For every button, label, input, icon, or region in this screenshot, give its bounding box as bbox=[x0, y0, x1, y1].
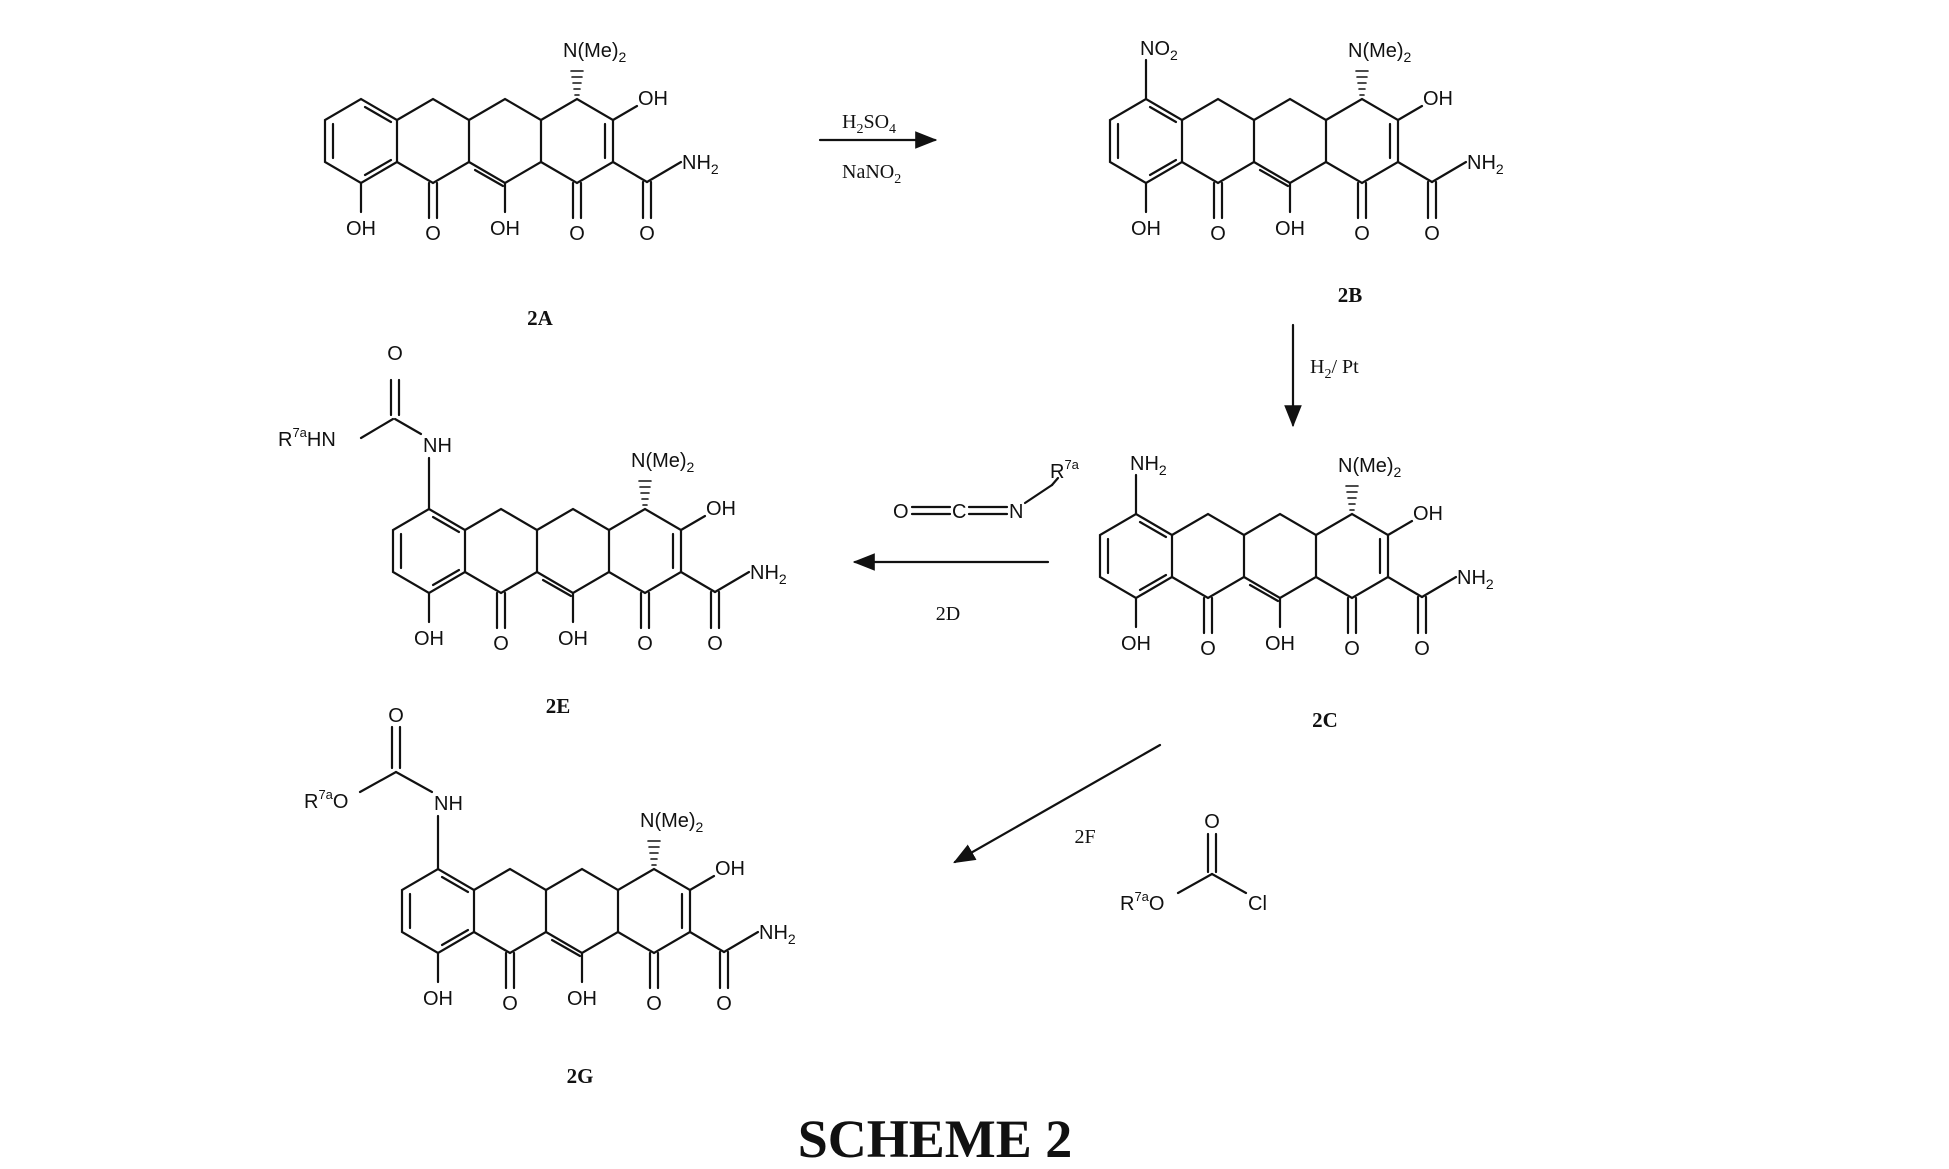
svg-text:OH: OH bbox=[423, 988, 453, 1010]
svg-text:O: O bbox=[569, 223, 585, 245]
reagent-2f-label: 2F bbox=[1074, 826, 1095, 848]
svg-text:NO2: NO2 bbox=[1140, 38, 1178, 63]
compound-label-2c: 2C bbox=[1312, 708, 1338, 732]
svg-text:N: N bbox=[1009, 501, 1023, 523]
svg-text:OH: OH bbox=[1423, 88, 1453, 110]
svg-text:NH2: NH2 bbox=[759, 922, 796, 947]
svg-text:OH: OH bbox=[346, 218, 376, 240]
svg-text:O: O bbox=[639, 223, 655, 245]
compound-2b-structure: NO2 N(Me)2 OH NH2 OH O OH O O bbox=[1110, 38, 1504, 245]
chloroformate-reagent: O R7aO Cl bbox=[1120, 811, 1267, 915]
svg-text:NH2: NH2 bbox=[750, 562, 787, 587]
svg-text:NH2: NH2 bbox=[1467, 152, 1504, 177]
svg-text:O: O bbox=[637, 633, 653, 655]
compound-2c-structure: NH2 N(Me)2 OH NH2 OH O OH O O bbox=[1100, 453, 1494, 660]
svg-text:R7a: R7a bbox=[1050, 457, 1080, 483]
svg-text:R7aO: R7aO bbox=[1120, 889, 1164, 915]
svg-text:O: O bbox=[387, 343, 403, 365]
svg-text:OH: OH bbox=[490, 218, 520, 240]
svg-text:O: O bbox=[893, 501, 909, 523]
isocyanate-reagent: O C N R7a bbox=[893, 457, 1080, 523]
compound-label-2b: 2B bbox=[1338, 283, 1363, 307]
svg-text:OH: OH bbox=[1121, 633, 1151, 655]
svg-text:NH2: NH2 bbox=[682, 152, 719, 177]
compound-2g-structure: NH O R7aO N(Me)2 OH NH2 OH O OH O O bbox=[304, 705, 796, 1015]
svg-text:O: O bbox=[1200, 638, 1216, 660]
svg-text:NH2: NH2 bbox=[1457, 567, 1494, 592]
svg-text:O: O bbox=[707, 633, 723, 655]
svg-text:O: O bbox=[388, 705, 404, 727]
svg-text:O: O bbox=[1354, 223, 1370, 245]
compound-label-2e: 2E bbox=[546, 694, 571, 718]
svg-text:NH2: NH2 bbox=[1130, 453, 1167, 478]
compound-2e-structure: NH O R7aHN N(Me)2 OH NH2 OH O OH O O bbox=[278, 343, 787, 655]
reagent-nano2: NaNO2 bbox=[842, 161, 901, 187]
svg-text:OH: OH bbox=[1413, 503, 1443, 525]
compound-label-2g: 2G bbox=[567, 1064, 594, 1088]
svg-text:OH: OH bbox=[715, 858, 745, 880]
svg-text:OH: OH bbox=[567, 988, 597, 1010]
svg-text:N(Me)2: N(Me)2 bbox=[631, 450, 695, 475]
compound-label-2a: 2A bbox=[527, 306, 554, 330]
svg-text:O: O bbox=[1344, 638, 1360, 660]
svg-text:R7aHN: R7aHN bbox=[278, 425, 336, 451]
svg-text:O: O bbox=[1204, 811, 1220, 833]
svg-text:OH: OH bbox=[1265, 633, 1295, 655]
svg-text:OH: OH bbox=[706, 498, 736, 520]
svg-text:OH: OH bbox=[1275, 218, 1305, 240]
svg-text:O: O bbox=[716, 993, 732, 1015]
svg-text:O: O bbox=[1414, 638, 1430, 660]
svg-text:NH: NH bbox=[434, 793, 463, 815]
scheme-title: SCHEME 2 bbox=[798, 1109, 1073, 1169]
svg-text:C: C bbox=[952, 501, 966, 523]
svg-text:OH: OH bbox=[414, 628, 444, 650]
arrow-2c-to-2g bbox=[955, 745, 1160, 862]
svg-text:OH: OH bbox=[638, 88, 668, 110]
svg-text:N(Me)2: N(Me)2 bbox=[563, 40, 627, 65]
reagent-h2-pt: H2/ Pt bbox=[1310, 356, 1359, 382]
svg-text:OH: OH bbox=[558, 628, 588, 650]
svg-text:O: O bbox=[1210, 223, 1226, 245]
svg-text:O: O bbox=[502, 993, 518, 1015]
svg-text:O: O bbox=[1424, 223, 1440, 245]
svg-text:Cl: Cl bbox=[1248, 893, 1267, 915]
svg-text:O: O bbox=[493, 633, 509, 655]
svg-text:N(Me)2: N(Me)2 bbox=[1348, 40, 1412, 65]
compound-2a-structure: N(Me)2 OH NH2 OH O OH O O bbox=[325, 40, 719, 245]
svg-text:N(Me)2: N(Me)2 bbox=[640, 810, 704, 835]
svg-text:OH: OH bbox=[1131, 218, 1161, 240]
svg-text:O: O bbox=[646, 993, 662, 1015]
reagent-2d-label: 2D bbox=[936, 603, 960, 625]
svg-text:N(Me)2: N(Me)2 bbox=[1338, 455, 1402, 480]
svg-text:O: O bbox=[425, 223, 441, 245]
reagent-h2so4: H2SO4 bbox=[842, 111, 896, 137]
svg-text:NH: NH bbox=[423, 435, 452, 457]
svg-text:R7aO: R7aO bbox=[304, 787, 348, 813]
